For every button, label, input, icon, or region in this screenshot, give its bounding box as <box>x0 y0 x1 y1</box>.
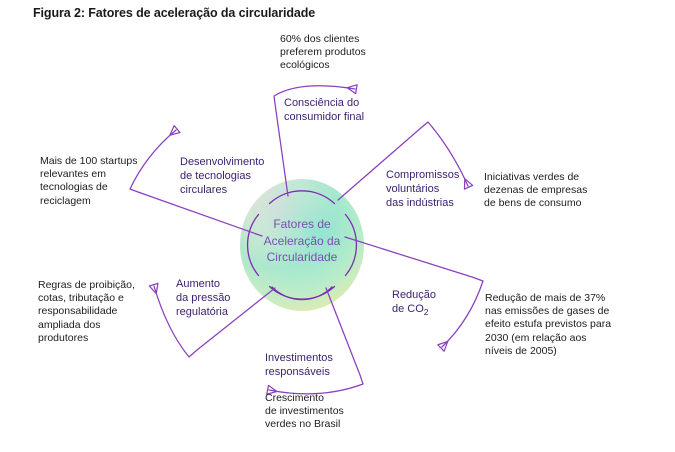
co2-subscript: 2 <box>423 307 429 318</box>
arrow-reducao-co2 <box>344 236 484 352</box>
arrow-compromissos-voluntarios <box>337 121 474 201</box>
note-reducao-de-co2: Redução de mais de 37% nas emissões de g… <box>485 292 612 357</box>
note-compromissos-voluntarios-industrias: Iniciativas verdes de dezenas de empresa… <box>484 171 588 210</box>
figure-title: Figura 2: Fatores de aceleração da circu… <box>33 6 316 20</box>
factor-label-reducao-de-co2-text: Redução de CO <box>392 289 437 315</box>
center-sphere <box>240 179 364 311</box>
arrow-investimentos-responsaveis <box>266 287 364 395</box>
factor-label-consciencia-consumidor-final: Consciência do consumidor final <box>284 97 365 123</box>
factor-label-aumento-pressao-regulatoria: Aumento da pressão regulatória <box>176 278 231 318</box>
note-aumento-pressao-regulatoria: Regras de proibição, cotas, tributação e… <box>38 279 135 344</box>
factor-label-compromissos-voluntarios-industrias: Compromissos voluntários das indústrias <box>386 169 460 209</box>
note-consciencia-consumidor-final: 60% dos clientes preferem produtos ecoló… <box>280 33 366 72</box>
connector-arrows <box>129 84 484 395</box>
note-desenvolvimento-tecnologias-circulares: Mais de 100 startups relevantes em tecno… <box>40 155 138 207</box>
center-label: Fatores de Aceleração da Circularidade <box>263 217 341 264</box>
note-investimentos-responsaveis: Crescimento de investimentos verdes no B… <box>265 392 344 431</box>
factor-label-investimentos-responsaveis: Investimentos responsáveis <box>265 352 333 378</box>
inner-ring-arcs-secondary <box>271 286 333 301</box>
factor-label-reducao-de-co2: Redução de CO2 <box>392 288 436 319</box>
factor-label-desenvolvimento-tecnologias-circulares: Desenvolvimento de tecnologias circulare… <box>180 156 265 196</box>
arrow-desenvolvimento-tecnologias <box>129 125 263 237</box>
arrow-consciencia-consumidor-final <box>273 84 358 197</box>
arrow-aumento-pressao-regulatoria <box>148 282 276 358</box>
